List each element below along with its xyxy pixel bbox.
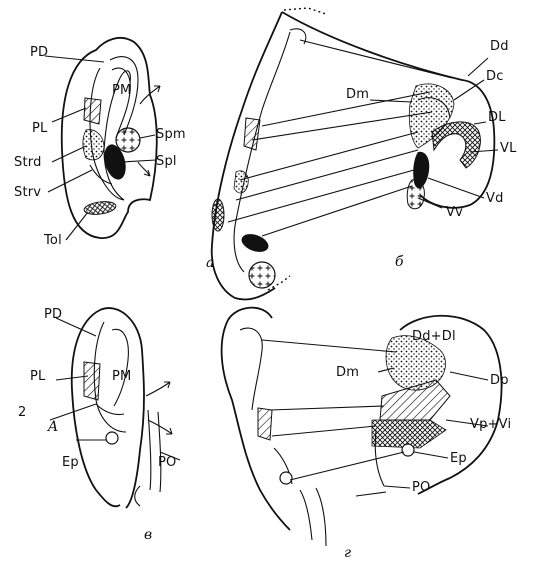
label-dl-b: DL [488,110,506,125]
panel-letter-b: б [395,254,404,270]
panel-b-drawing [210,7,499,301]
panel-letter-v: в [144,527,153,543]
label-vd-b: Vd [486,191,504,206]
label-pl-a: PL [32,121,48,136]
label-spl-a: Spl [156,154,177,169]
label-dm-g: Dm [336,365,360,380]
number-2-v: 2 [18,405,27,420]
label-dd-b: Dd [490,39,509,54]
panel-letter-a: а [206,255,215,271]
label-ep-g: Ep [450,451,467,466]
panel-letter-g: г [344,545,352,561]
label-po-g: PO [412,480,431,495]
label-a-v: A [48,419,59,435]
label-vv-b: Vv [446,205,463,220]
label-dp-g: Dp [490,373,509,388]
label-vpvi-g: Vp+Vi [470,417,512,432]
label-pd-a: PD [30,45,49,60]
label-dc-b: Dc [486,69,504,84]
label-strd-a: Strd [14,155,42,170]
label-strv-a: Strv [14,185,42,200]
label-po-v: PO [158,455,177,470]
panel-v-drawing [49,307,181,509]
label-pm-a: PM [112,83,132,98]
label-spm-a: Spm [156,127,186,142]
label-vl-b: VL [500,141,517,156]
label-ep-v: Ep [62,455,79,470]
panel-a-drawing [44,37,161,241]
panel-g-drawing [220,306,503,547]
label-pl-v: PL [30,369,46,384]
label-pd-v: PD [44,307,63,322]
label-tol-a: Tol [44,233,62,248]
label-pm-v: PM [112,369,132,384]
label-dm-b: Dm [346,87,370,102]
label-ddl-g: Dd+Dl [412,329,456,344]
